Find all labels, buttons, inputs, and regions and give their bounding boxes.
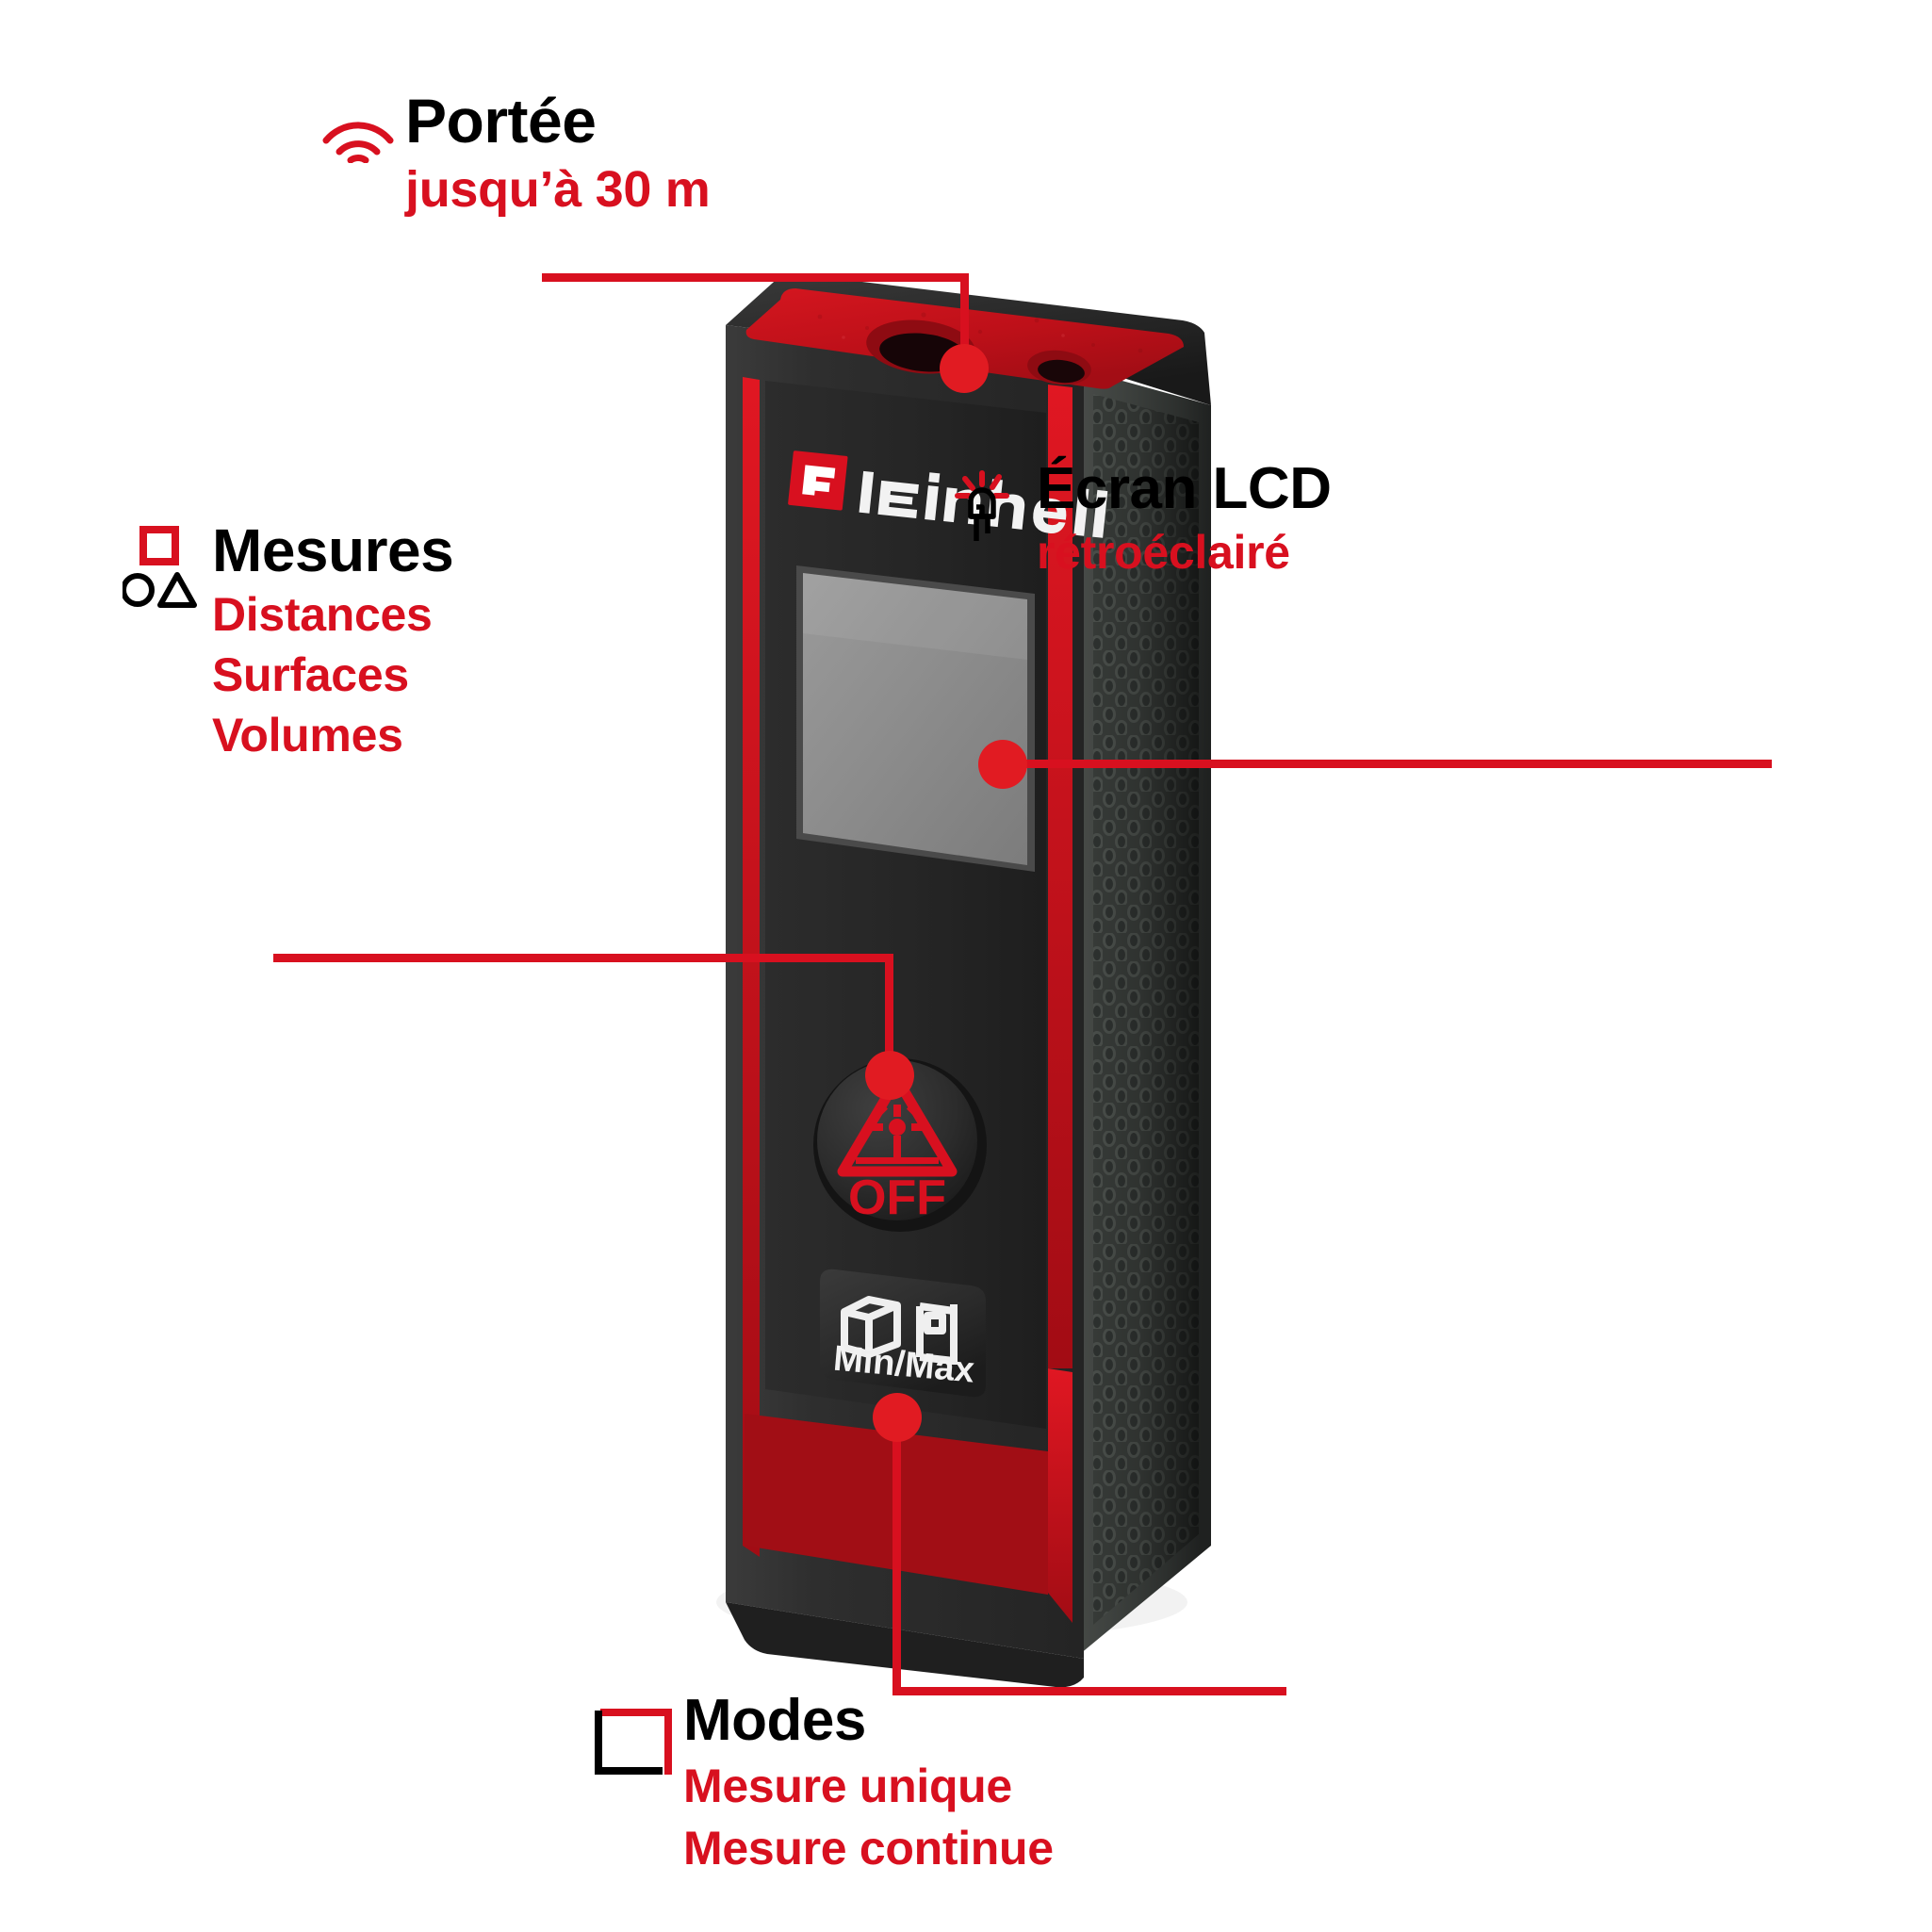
cap-texture [817,312,1143,353]
leader-line-mesures-horizontal [273,954,893,962]
sensor-hole-inner [1038,359,1085,384]
two-squares-outline-icon [595,1709,672,1775]
callout-modes-title: Modes [683,1688,866,1753]
laser-button-label: OFF [848,1171,946,1225]
leader-dot-mesures [865,1051,914,1100]
right-red-accent-lower [1048,1368,1072,1623]
callout-portee-sub-0: jusqu’à 30 m [405,161,711,218]
shapes-square-circle-triangle-icon [123,526,197,608]
callout-modes-sub-1: Mesure continue [683,1822,1054,1875]
lcd-surface [803,573,1027,865]
callout-lcd-sub-0: rétroéclairé [1037,526,1290,579]
leader-line-portee-vertical [960,273,969,363]
square-outline-red-icon [600,1709,672,1775]
callout-portee: Portée jusqu’à 30 m [322,86,711,218]
leader-dot-lcd [978,740,1027,789]
leader-line-portee-horizontal [542,273,969,282]
left-red-accent [743,377,760,1557]
leader-dot-modes [873,1393,922,1442]
leader-dot-portee [940,344,989,393]
right-red-accent-upper [1048,385,1072,1368]
leader-line-mesures-vertical [885,954,893,1067]
callout-modes: Modes Mesure unique Mesure continue [595,1688,1054,1875]
callout-mesures: Mesures Distances Surfaces Volumes [123,516,454,761]
laser-power-button[interactable]: OFF [813,1058,987,1232]
callout-portee-title: Portée [405,86,597,156]
laser-warning-triangle-icon [837,1073,958,1177]
signal-waves-icon [322,122,394,163]
led-bulb-icon [968,487,996,541]
einhell-e-mark [802,465,836,496]
lcd-screen [796,565,1035,872]
callout-mesures-title: Mesures [212,516,454,584]
circle-shape-icon [123,573,155,607]
leader-line-modes-horizontal [892,1687,1286,1695]
cube-volume-icon [841,1296,901,1358]
einhell-logo [788,450,1108,538]
side-shading [1093,394,1199,1625]
callout-lcd: Écran LCD rétroéclairé [955,456,1332,579]
callout-lcd-title: Écran LCD [1037,456,1332,521]
callout-mesures-sub-0: Distances [212,588,433,641]
callout-mesures-sub-1: Surfaces [212,648,409,701]
leader-line-lcd-horizontal [999,760,1772,768]
einhell-wordmark [859,470,1108,538]
laser-burst-icon [856,1104,939,1164]
callout-modes-sub-0: Mesure unique [683,1760,1012,1812]
leader-line-modes-vertical [892,1414,901,1695]
callout-mesures-sub-2: Volumes [212,709,403,761]
square-shape-icon [139,526,179,565]
mode-button[interactable]: Min/Max [820,1269,986,1398]
length-bracket-icon [916,1302,958,1365]
device-bottom-cap [726,1602,1084,1688]
led-backlight-icon [955,470,1009,541]
square-outline-black-icon [595,1711,663,1775]
led-rays-icon [955,470,1009,499]
triangle-shape-icon [157,572,197,608]
lcd-glare [803,573,1027,660]
einhell-logo-mark-bg [788,450,848,511]
